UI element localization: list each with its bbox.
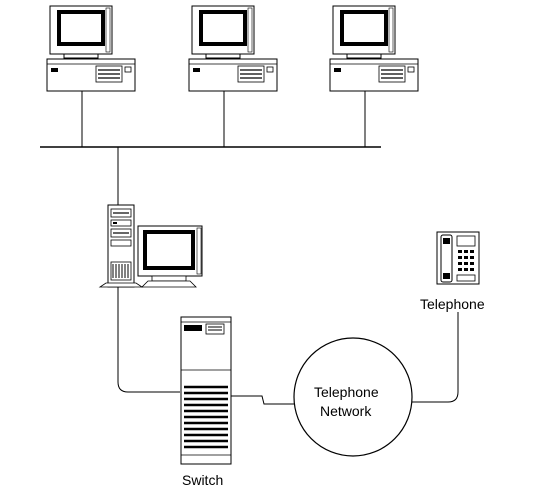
- server-to-switch-line: [117, 287, 180, 393]
- network-to-telephone-line: [412, 312, 459, 403]
- workstation-1-icon: [46, 5, 136, 92]
- telephone-label: Telephone: [420, 296, 485, 312]
- telephone-network-label-line1: Telephone: [314, 384, 379, 400]
- switch-icon: [180, 316, 232, 465]
- workstation-3-icon: [329, 5, 419, 92]
- lan-connections: [81, 91, 366, 147]
- telephone-icon: [436, 231, 480, 285]
- switch-to-network-line: [231, 395, 294, 405]
- telephone-network-label-line2: Network: [320, 403, 372, 419]
- workstation-2-icon: [188, 5, 278, 92]
- server-icon: [98, 204, 203, 288]
- switch-label: Switch: [182, 472, 224, 488]
- telephone-network-circle: [293, 337, 413, 457]
